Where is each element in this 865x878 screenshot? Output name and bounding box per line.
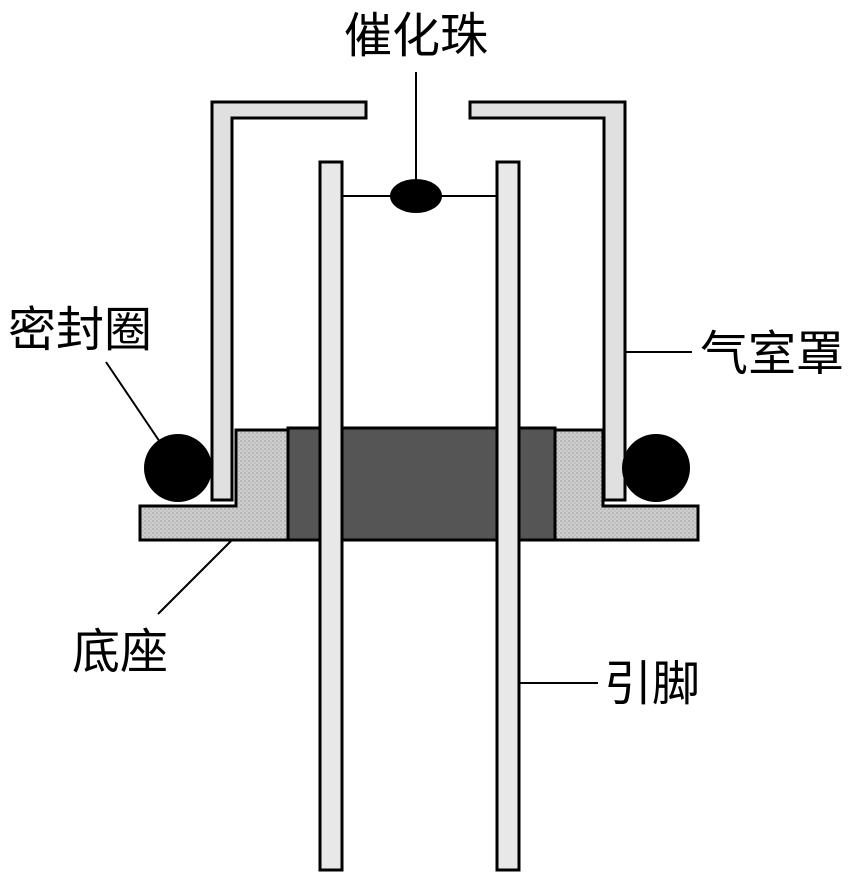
catalyst-bead: [390, 179, 442, 213]
label-chamber-cover: 气室罩: [700, 326, 844, 382]
seal-ring-left: [144, 434, 212, 502]
chamber-cover-left: [210, 100, 368, 502]
chamber-cover-right: [468, 100, 627, 502]
pin-left: [318, 160, 344, 872]
leader-base: [157, 539, 233, 615]
chamber-cover: [210, 100, 627, 502]
label-catalyst-bead: 催化珠: [344, 8, 488, 64]
seal-ring-right: [622, 434, 690, 502]
label-base: 底座: [72, 624, 168, 680]
leader-seal-ring: [105, 361, 165, 449]
label-pin: 引脚: [604, 656, 700, 712]
label-seal-ring: 密封圈: [8, 302, 152, 358]
pin-right: [495, 160, 521, 872]
